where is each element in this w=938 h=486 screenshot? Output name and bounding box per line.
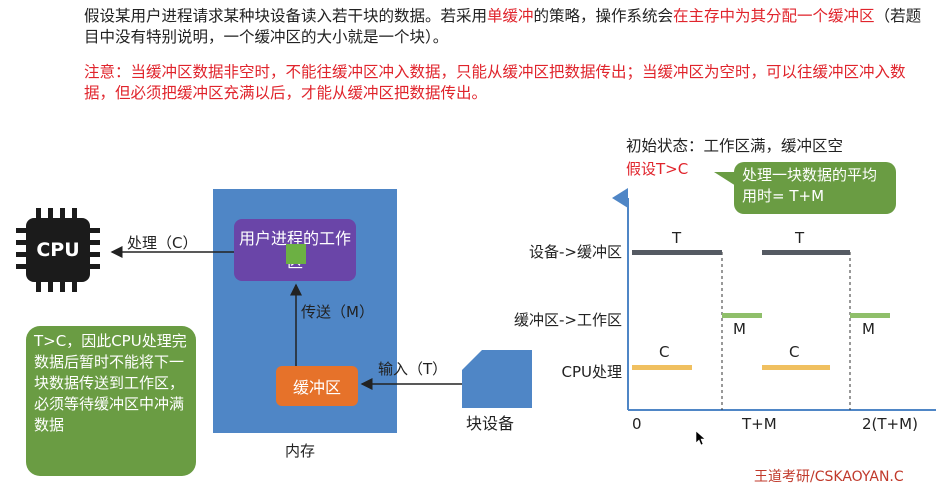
intro-in-memory: 在主存中为其分配一个缓冲区	[673, 7, 875, 25]
bar-t-2	[762, 250, 850, 255]
input-label: 输入（T）	[378, 360, 448, 378]
row-device-to-buffer: 设备->缓冲区	[529, 243, 622, 261]
buffer-box: 缓冲区	[276, 366, 358, 406]
intro-single-buffer: 单缓冲	[487, 7, 534, 25]
initial-state-label: 初始状态：工作区满，缓冲区空	[626, 137, 844, 155]
callout-left: T>C，因此CPU处理完数据后暂时不能将下一块数据传送到工作区，必须等待缓冲区中…	[26, 326, 196, 476]
note-paragraph: 注意：当缓冲区数据非空时，不能往缓冲区冲入数据，只能从缓冲区把数据传出；当缓冲区…	[84, 63, 906, 102]
device-label: 块设备	[466, 414, 515, 433]
memory-label: 内存	[285, 442, 316, 460]
bar-c-2	[762, 365, 830, 370]
segment-c-2: C	[789, 343, 800, 361]
intro-text-3: （若题目中没有特别说明，一个缓冲区的大小就是一个块）。	[84, 7, 922, 46]
segment-t-2: T	[795, 229, 805, 247]
tick-2t-plus-m: 2(T+M)	[862, 415, 918, 433]
segment-m-1: M	[733, 320, 746, 338]
bar-t-1	[632, 250, 722, 255]
segment-m-2: M	[862, 320, 875, 338]
row-buffer-to-work: 缓冲区->工作区	[514, 311, 622, 329]
bar-m-1	[722, 313, 762, 318]
cpu-chip-icon: CPU	[14, 206, 106, 298]
tick-0: 0	[632, 415, 642, 433]
block-device-icon	[462, 350, 532, 408]
cpu-chip-label: CPU	[26, 218, 90, 282]
mouse-cursor-icon	[695, 430, 705, 446]
bar-m-2	[850, 313, 890, 318]
intro-text-2: 的策略，操作系统会	[533, 7, 674, 25]
tick-t-plus-m: T+M	[742, 415, 777, 433]
callout-right-pointer	[714, 172, 736, 186]
segment-t-1: T	[672, 229, 682, 247]
watermark: 王道考研/CSKAOYAN.C	[754, 469, 904, 485]
segment-c-1: C	[659, 343, 670, 361]
transfer-label: 传送（M）	[301, 303, 374, 321]
intro-text-1: 假设某用户进程请求某种块设备读入若干块的数据。若采用	[84, 7, 488, 25]
intro-paragraph: 假设某用户进程请求某种块设备读入若干块的数据。若采用单缓冲的策略，操作系统会在主…	[84, 6, 934, 48]
callout-right: 处理一块数据的平均用时= T+M	[734, 162, 896, 214]
assumption-label: 假设T>C	[626, 160, 689, 178]
data-block-square	[286, 244, 306, 264]
bar-c-1	[632, 365, 692, 370]
row-cpu: CPU处理	[561, 363, 623, 381]
process-label: 处理（C）	[127, 234, 198, 252]
